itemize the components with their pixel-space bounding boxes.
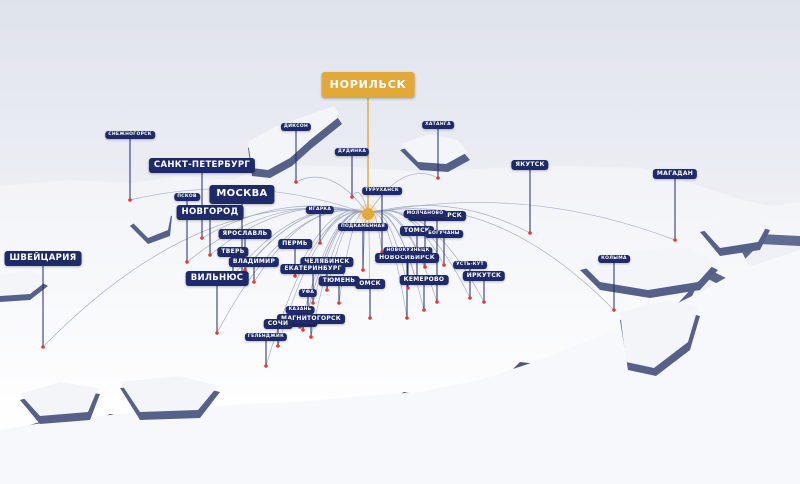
city-label-kolyma[interactable]: КОЛЫМА <box>598 255 630 263</box>
pin-chelyabinsk <box>325 288 329 292</box>
city-label-vilnyus[interactable]: ВИЛЬНЮС <box>185 271 249 286</box>
route-magadan <box>367 202 676 241</box>
pin-yaroslavl <box>243 268 247 272</box>
landmass-top <box>0 165 800 434</box>
pin-ekaterinburg <box>311 301 315 305</box>
city-label-sankt-peterburg[interactable]: САНКТ-ПЕТЕРБУРГ <box>148 158 256 173</box>
city-label-dudinka[interactable]: ДУДИНКА <box>334 148 370 156</box>
city-label-turukhansk[interactable]: ТУРУХАНСК <box>362 187 402 195</box>
route-yakutsk <box>367 205 531 234</box>
city-label-pskov[interactable]: ПСКОВ <box>174 193 200 201</box>
city-label-dikson[interactable]: ДИКСОН <box>280 123 312 131</box>
route-boguchany <box>367 209 445 266</box>
city-label-magadan[interactable]: МАГАДАН <box>652 169 698 179</box>
pin-novosibirsk <box>405 316 409 320</box>
hub-dot <box>362 208 374 220</box>
pin-tyumen <box>337 301 341 305</box>
pin-irkutsk <box>482 300 486 304</box>
city-label-yaroslavl[interactable]: ЯРОСЛАВЛЬ <box>218 229 272 239</box>
island-sw <box>20 382 98 416</box>
pin-vladimir <box>252 280 256 284</box>
hub-label-norilsk[interactable]: НОРИЛЬСК <box>321 72 415 98</box>
island-scandinavia <box>130 206 172 238</box>
pin-khatanga <box>436 176 440 180</box>
city-label-novosibirsk[interactable]: НОВОСИБИРСК <box>375 253 439 263</box>
pin-shveitsariya <box>41 345 45 349</box>
pin-perm <box>293 274 297 278</box>
islands <box>0 106 770 424</box>
city-label-chelyabinsk[interactable]: ЧЕЛЯБИНСК <box>300 257 354 267</box>
city-label-ufa[interactable]: УФА <box>298 289 318 297</box>
city-label-gelendzhik[interactable]: ГЕЛЕНДЖИК <box>244 333 288 341</box>
island-west <box>0 270 48 296</box>
city-label-kemerovo[interactable]: КЕМЕРОВО <box>399 275 449 285</box>
city-label-yakutsk[interactable]: ЯКУТСК <box>511 160 549 170</box>
city-label-khatanga[interactable]: ХАТАНГА <box>422 121 454 129</box>
city-label-magnitogorsk[interactable]: МАГНИТОГОРСК <box>277 314 345 324</box>
city-label-moskva[interactable]: МОСКВА <box>209 185 275 204</box>
city-label-vladimir[interactable]: ВЛАДИМИР <box>228 257 280 267</box>
pin-kemerovo <box>422 308 426 312</box>
island-south <box>120 376 218 412</box>
city-label-ust-kut[interactable]: УСТЬ-КУТ <box>453 261 487 269</box>
pin-novgorod <box>208 253 212 257</box>
city-label-sochi[interactable]: СОЧИ <box>263 319 293 329</box>
pin-dudinka <box>350 195 354 199</box>
city-label-shveitsariya[interactable]: ШВЕЙЦАРИЯ <box>4 251 82 266</box>
pin-ust-kut <box>468 296 472 300</box>
city-label-novokuznetsk[interactable]: НОВОКУЗНЕЦК <box>383 247 433 255</box>
city-label-podkamennaya[interactable]: ПОДКАМЕННАЯ <box>337 223 389 231</box>
city-label-boguchany[interactable]: БОГУЧАНЫ <box>425 230 463 238</box>
pin-sochi <box>276 344 280 348</box>
pin-samara <box>301 328 305 332</box>
pin-magadan <box>673 238 677 242</box>
pin-sankt-peterburg <box>200 236 204 240</box>
city-label-tomsk[interactable]: ТОМСК <box>400 226 434 236</box>
pin-boguchany <box>442 263 446 267</box>
island-novaya-zemlya <box>248 106 340 170</box>
city-label-snezhnogorsk[interactable]: СНЕЖНОГОРСК <box>105 131 155 139</box>
city-label-perm[interactable]: ПЕРМЬ <box>278 239 312 249</box>
island-peninsula <box>620 300 698 368</box>
city-label-omsk[interactable]: ОМСК <box>355 279 385 289</box>
city-label-novgorod[interactable]: НОВГОРОД <box>176 205 244 220</box>
hub-marker-layer <box>358 98 378 224</box>
pin-turukhansk <box>380 250 384 254</box>
city-label-ekaterinburg[interactable]: ЕКАТЕРИНБУРГ <box>280 264 346 274</box>
island-east <box>700 216 768 248</box>
pin-igarka <box>318 241 322 245</box>
pin-molchanovo <box>423 265 427 269</box>
city-label-kazan[interactable]: КАЗАНЬ <box>285 306 315 314</box>
pin-gelendzhik <box>264 364 268 368</box>
pin-yakutsk <box>528 231 532 235</box>
southern-land <box>0 250 800 484</box>
route-khatanga <box>367 173 439 215</box>
pin-omsk <box>368 316 372 320</box>
pin-vilnyus <box>215 331 219 335</box>
city-pins-layer <box>41 176 677 368</box>
route-dikson <box>295 176 369 215</box>
city-label-tver[interactable]: ТВЕРЬ <box>217 247 249 257</box>
pin-podkamennaya <box>361 268 365 272</box>
pin-dikson <box>294 180 298 184</box>
pin-kolyma <box>612 308 616 312</box>
city-label-igarka[interactable]: ИГАРКА <box>305 206 335 214</box>
city-label-irkutsk[interactable]: ИРКУТСК <box>462 271 506 281</box>
pin-magnitogorsk <box>309 335 313 339</box>
island-severnaya-zemlya <box>400 134 468 164</box>
city-label-tyumen[interactable]: ТЮМЕНЬ <box>318 276 360 286</box>
route-kolyma <box>367 208 615 311</box>
pin-novokuznetsk <box>406 286 410 290</box>
landmass <box>0 165 800 484</box>
pin-pskov <box>185 260 189 264</box>
city-label-molchanovo[interactable]: МОЛЧАНОВО <box>403 210 447 218</box>
pin-snezhnogorsk <box>128 198 132 202</box>
pin-krasnoyarsk <box>435 300 439 304</box>
